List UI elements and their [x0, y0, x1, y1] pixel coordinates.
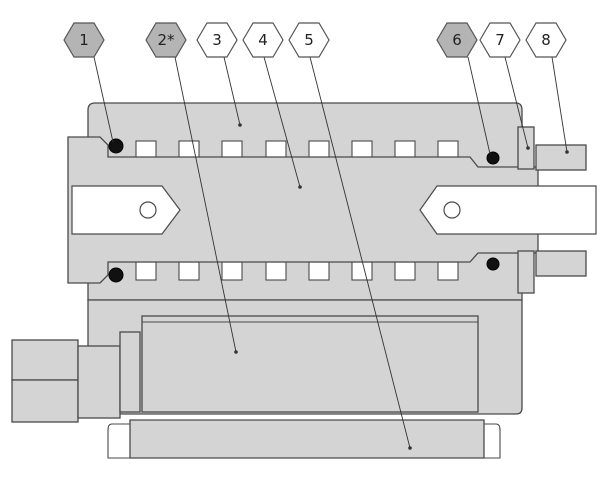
callout-6: 6 [436, 22, 478, 58]
end-cap-lower [517, 250, 535, 294]
sensor-block [141, 315, 479, 413]
callout-2: 2* [145, 22, 187, 58]
callout-7-label: 7 [495, 31, 505, 49]
callout-6-label: 6 [452, 31, 462, 49]
callout-5: 5 [288, 22, 330, 58]
callout-3-label: 3 [212, 31, 222, 49]
oring-upper-left [108, 138, 124, 154]
end-cap-upper [517, 126, 535, 170]
callout-4-label: 4 [258, 31, 268, 49]
callout-2-label: 2* [157, 31, 175, 49]
callout-3: 3 [196, 22, 238, 58]
oring-lower-left [108, 267, 124, 283]
leader-lines [93, 56, 569, 450]
callout-8-label: 8 [541, 31, 551, 49]
connector-lower [11, 379, 79, 423]
bottom-cover [129, 419, 485, 459]
callout-5-label: 5 [304, 31, 314, 49]
connector-flange [119, 331, 141, 413]
callout-1: 1 [63, 22, 105, 58]
nut-lower [535, 250, 587, 277]
callout-7: 7 [479, 22, 521, 58]
nut-upper [535, 144, 587, 171]
right-cross-hole [443, 201, 461, 219]
oring-lower-right [486, 257, 500, 271]
left-cross-hole [139, 201, 157, 219]
callout-4: 4 [242, 22, 284, 58]
connector-upper [11, 339, 79, 381]
connector-neck [77, 345, 121, 419]
right-bore [419, 185, 597, 235]
callout-1-label: 1 [79, 31, 89, 49]
callout-8: 8 [525, 22, 567, 58]
oring-upper-right [486, 151, 500, 165]
left-bore [71, 185, 181, 235]
